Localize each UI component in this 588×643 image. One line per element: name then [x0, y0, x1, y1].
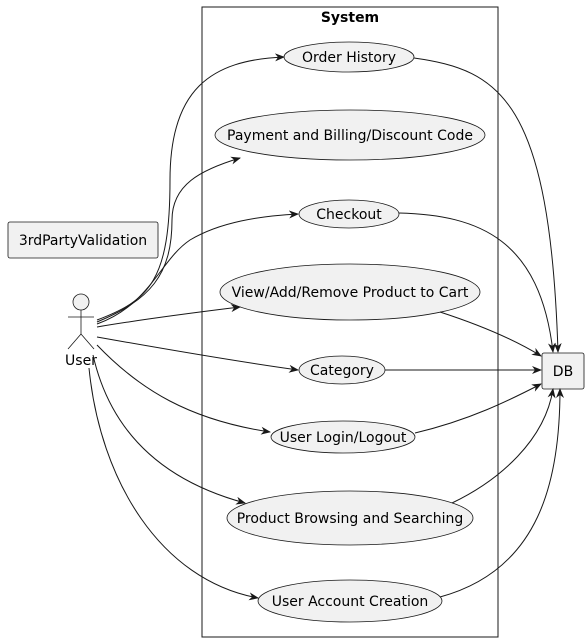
edge-browsing-db [451, 388, 556, 504]
use-case-label: Checkout [316, 207, 382, 223]
use-case-label: Category [310, 363, 374, 379]
edge-login-db [414, 383, 542, 434]
use-case-label: Order History [302, 50, 396, 66]
user-edges [88, 53, 299, 601]
edge-user-category [96, 336, 299, 373]
edge-account-db [439, 388, 564, 598]
use-case-checkout[interactable]: Checkout [298, 199, 400, 229]
use-case-label: User Login/Logout [280, 430, 407, 446]
edge-user-checkout [96, 210, 299, 325]
use-case-login[interactable]: User Login/Logout [270, 420, 416, 454]
use-case-category[interactable]: Category [298, 355, 386, 385]
edge-user-login [96, 344, 271, 435]
third-party-validation-label: 3rdPartyValidation [19, 233, 147, 249]
db-label: DB [553, 364, 573, 380]
edge-order-history-db [413, 57, 562, 353]
stick-figure-icon [67, 293, 95, 350]
user-actor[interactable]: User [65, 293, 97, 369]
edge-user-cart [96, 304, 241, 328]
use-case-cart[interactable]: View/Add/Remove Product to Cart [219, 263, 481, 321]
edge-user-browsing [92, 354, 246, 505]
use-case-label: View/Add/Remove Product to Cart [232, 285, 469, 301]
use-case-payment[interactable]: Payment and Billing/Discount Code [214, 109, 486, 161]
use-case-order-history[interactable]: Order History [283, 41, 415, 73]
third-party-validation-node[interactable]: 3rdPartyValidation [7, 221, 159, 259]
db-node[interactable]: DB [541, 352, 585, 390]
user-label: User [65, 353, 97, 369]
edge-user-account [88, 367, 259, 601]
use-case-account[interactable]: User Account Creation [257, 579, 443, 623]
edge-checkout-db [398, 212, 556, 353]
use-case-label: Payment and Billing/Discount Code [227, 128, 473, 144]
edge-cart-db [439, 311, 542, 357]
db-edges [385, 57, 564, 598]
use-case-label: Product Browsing and Searching [237, 511, 464, 527]
use-case-browsing[interactable]: Product Browsing and Searching [226, 490, 474, 546]
system-title: System [321, 10, 379, 26]
use-case-label: User Account Creation [272, 594, 429, 610]
